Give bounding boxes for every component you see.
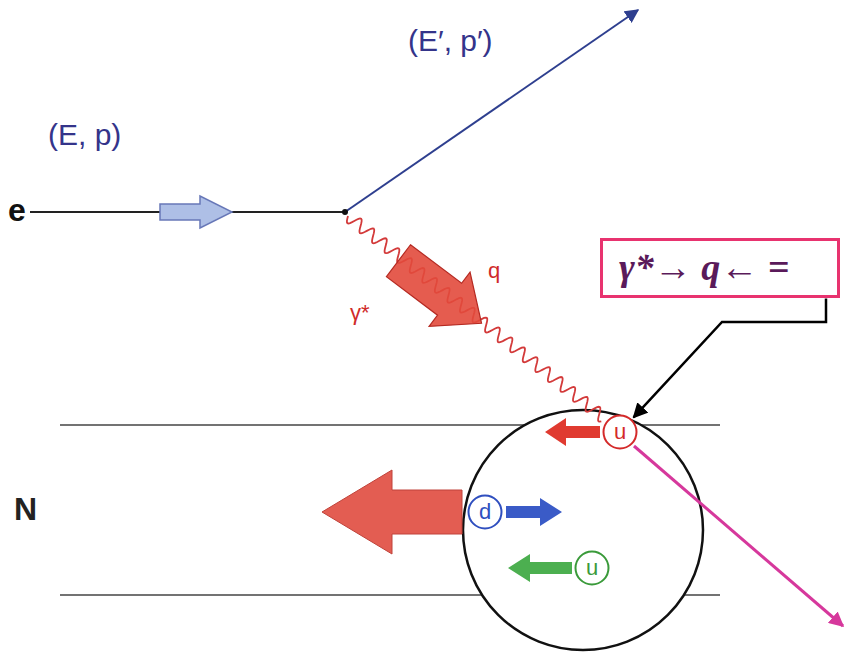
quark-circle-outline — [469, 496, 502, 529]
nucleon-label: N — [14, 491, 37, 528]
label-anchor: (E′, p′) — [408, 24, 493, 58]
particle-label: e — [8, 192, 26, 229]
momentum-label: q — [488, 258, 500, 284]
scattered-electron-line — [345, 10, 638, 212]
quark-circle: u — [602, 414, 638, 450]
struck-quark-line — [634, 446, 843, 626]
photon-label: γ* — [350, 300, 370, 326]
nucleon-band: Nu d u — [0, 395, 853, 655]
vertex-dot — [342, 209, 348, 215]
photon-wave — [347, 216, 601, 422]
connector — [634, 299, 826, 418]
quark-spin-arrow — [545, 418, 600, 446]
quark-circle: d — [467, 494, 503, 530]
quark-spin-arrow — [508, 554, 572, 582]
label-anchor: q — [488, 258, 500, 284]
label-anchor: (E, p) — [48, 118, 121, 152]
quark-label: d — [479, 500, 491, 524]
nucleon-circle — [463, 410, 703, 650]
quark-spin-arrow — [506, 498, 562, 526]
label-anchor: e — [8, 192, 26, 229]
quark-label: u — [614, 420, 626, 444]
quark-circle: u — [574, 550, 610, 586]
quark-circle-outline — [576, 552, 609, 585]
label-anchor: γ* — [350, 300, 370, 326]
electron-spin-arrow — [160, 196, 232, 228]
quark-label: u — [586, 556, 598, 580]
quark-circle-outline — [604, 416, 637, 449]
photon-spin-arrow-shape — [378, 234, 502, 351]
nucleon-spin-arrow — [322, 470, 462, 554]
photon-spin-arrow — [378, 234, 502, 351]
momentum-label: (E, p) — [48, 118, 121, 152]
callout-box: γ*→ q← = — [600, 238, 840, 298]
callout-text: γ*→ q← = — [619, 245, 789, 291]
momentum-label: (E′, p′) — [408, 24, 493, 58]
